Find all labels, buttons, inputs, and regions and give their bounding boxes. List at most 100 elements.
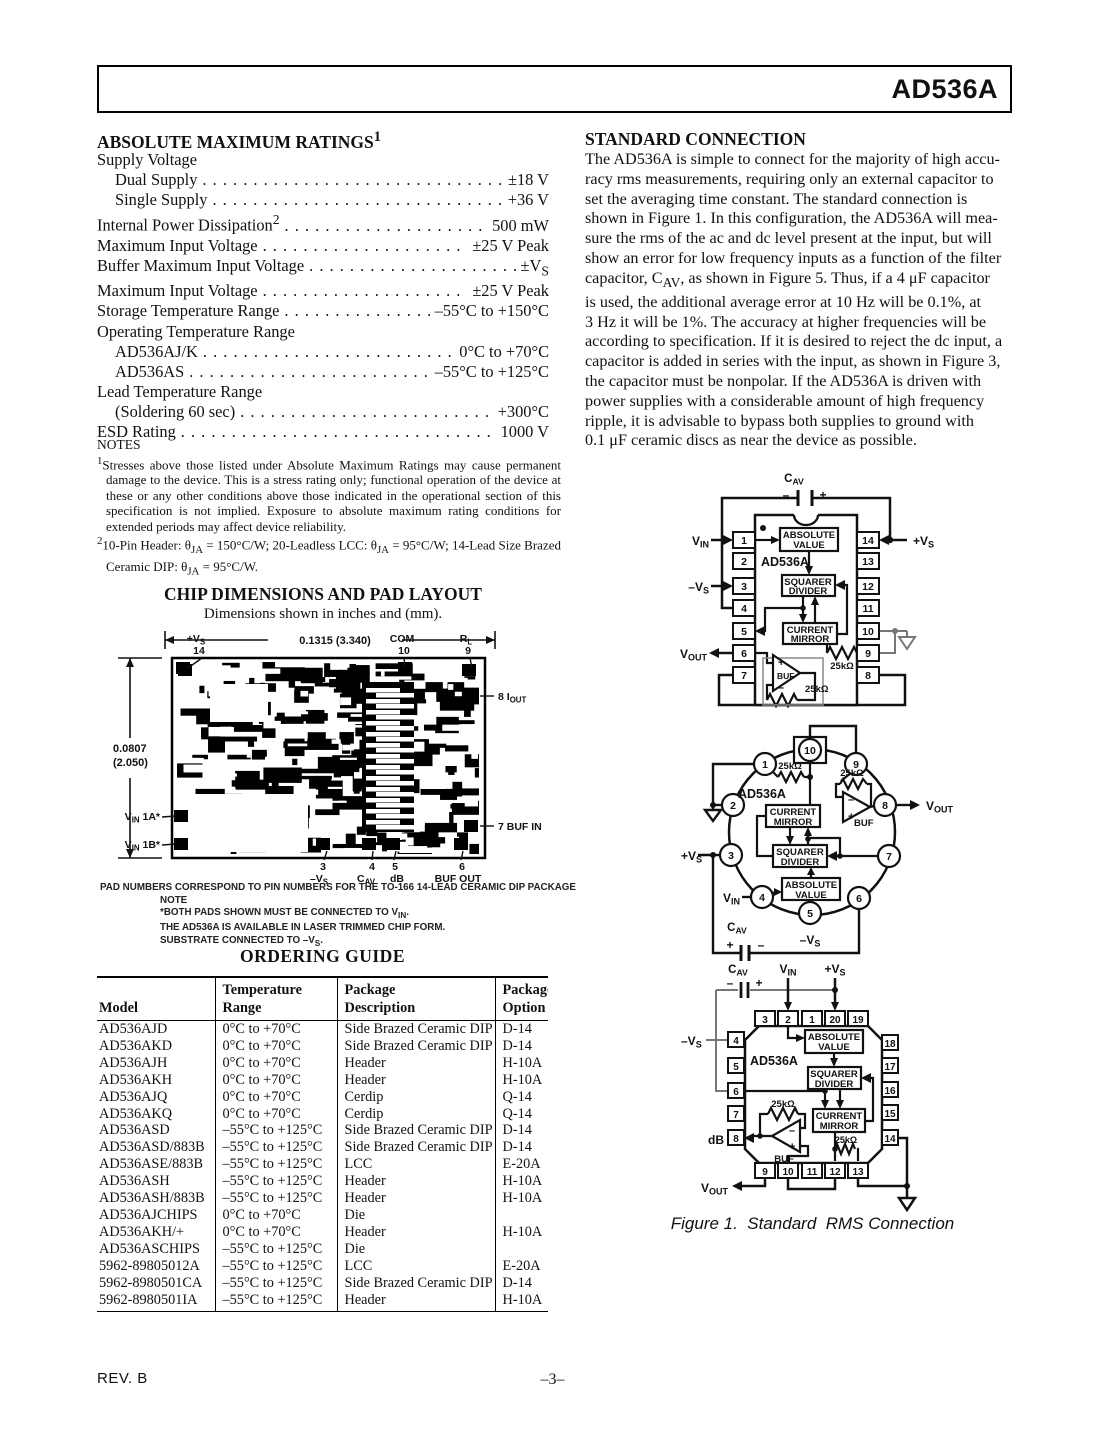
buf-minus: – [778, 682, 784, 694]
squarer-divider-block [780, 573, 837, 598]
buf-minus: – [789, 1125, 795, 1137]
cell-temperature: –55°C to +125°C [214, 1122, 337, 1140]
cav-label: CAV [727, 922, 747, 936]
svg-text:7: 7 [733, 1110, 739, 1121]
internal-wires [744, 1026, 875, 1163]
pad-4-label: CAV [357, 873, 376, 884]
svg-text:8: 8 [882, 800, 888, 812]
rating-line: Maximum Input Voltage ±25 V Peak [97, 281, 549, 301]
cell-model: AD536AJH [99, 1054, 168, 1071]
height-dimension [118, 657, 162, 859]
cell-model: AD536ASH [99, 1173, 170, 1190]
cell-option: H-10A [494, 1223, 548, 1241]
svg-text:6: 6 [733, 1087, 739, 1098]
pad-6-num: 6 [459, 861, 465, 873]
revision-label: REV. B [97, 1370, 148, 1387]
buf-plus: + [789, 1141, 795, 1153]
pad-bufin-label: 7 BUF IN [498, 821, 542, 833]
pad-iout-label: 8 IOUT [498, 691, 526, 705]
svg-text:10: 10 [804, 745, 816, 757]
svg-text:MIRROR: MIRROR [820, 1121, 859, 1132]
rating-label: Single Supply [115, 190, 208, 210]
svg-text:15: 15 [884, 1109, 896, 1120]
svg-text:5: 5 [733, 1062, 739, 1073]
svg-text:VALUE: VALUE [818, 1042, 850, 1053]
cell-model: AD536AJQ [99, 1088, 168, 1105]
cell-model: AD536AKH/+ [99, 1223, 185, 1240]
pos-vs-label: +VS [824, 962, 845, 978]
pin-circles [718, 737, 902, 926]
squarer-divider-block [806, 1065, 863, 1091]
svg-text:8: 8 [865, 670, 871, 682]
rating-value: +36 V [507, 190, 549, 210]
table-row: 5962-8980501CA –55°C to +125°C Side Braz… [97, 1274, 548, 1292]
cav-label: CAV [728, 964, 748, 978]
chip-note-line: *BOTH PADS SHOWN MUST BE CONNECTED TO VI… [160, 907, 409, 921]
absolute-value-block [780, 876, 842, 902]
cell-temperature: –55°C to +125°C [214, 1291, 337, 1312]
chip-name: AD536A [750, 1054, 798, 1068]
rating-label: Maximum Input Voltage [97, 235, 258, 255]
rating-label: Storage Temperature Range [97, 301, 280, 321]
rating-line: ESD Rating 1000 V [97, 422, 549, 442]
svg-text:VALUE: VALUE [793, 540, 825, 551]
rating-line: Single Supply +36 V [97, 190, 549, 210]
notes-section: NOTES 1Stresses above those listed under… [97, 437, 561, 580]
resistor-label: 25kΩ [771, 1099, 795, 1110]
pad-3-num: 3 [320, 861, 326, 873]
leader-dots [263, 236, 468, 256]
svg-text:4: 4 [733, 1036, 739, 1047]
chip-dimensions-subheading: Dimensions shown in inches and (mm). [203, 606, 443, 622]
rating-value: –55°C to +150°C [434, 301, 549, 321]
buf-minus: – [848, 794, 854, 806]
leader-dots [203, 342, 454, 362]
paragraph-line: shown in Figure 1. In this configuration… [585, 209, 998, 228]
diagram1-labels: CAV – + VIN –VS VOUT +VS AD536A ABSOLUTE… [680, 473, 934, 695]
ordering-table-body: AD536AJD 0°C to +70°C Side Brazed Cerami… [97, 1020, 548, 1312]
neg-vs-label: –VS [681, 1034, 702, 1050]
resistor-label: 25kΩ [805, 684, 829, 695]
paragraph-line: power supplies with a considerable amoun… [585, 391, 985, 410]
plus-sign: + [726, 938, 733, 952]
svg-text:9: 9 [865, 648, 871, 660]
chip-name: AD536A [761, 555, 809, 569]
cell-package: Side Brazed Ceramic DIP [336, 1037, 495, 1055]
svg-text:19: 19 [852, 1015, 864, 1026]
cell-package: Side Brazed Ceramic DIP [336, 1122, 495, 1140]
paragraph-line: ripple, it is advisable to bypass both s… [585, 411, 974, 430]
abs-max-ratings-heading: ABSOLUTE MAXIMUM RATINGS1 [97, 129, 382, 152]
pad-6-label: BUF OUT [435, 873, 482, 884]
cell-model: 5962-8980501CA [99, 1274, 203, 1291]
svg-text:ABSOLUTE: ABSOLUTE [785, 880, 837, 891]
gray-wires [706, 989, 835, 1092]
chip-note-line: NOTE [160, 895, 188, 906]
page-number: –3– [540, 1371, 565, 1388]
page-title: AD536A [891, 73, 998, 104]
cell-temperature: –55°C to +125°C [214, 1257, 337, 1275]
cell-package: Die [336, 1240, 495, 1258]
notes-heading: NOTES [97, 437, 141, 452]
svg-text:3: 3 [762, 1015, 768, 1026]
svg-text:DIVIDER: DIVIDER [781, 857, 820, 868]
buf-plus: + [778, 657, 784, 669]
svg-text:2: 2 [730, 800, 736, 812]
rating-value: –55°C to +125°C [434, 361, 549, 381]
svg-text:SQUARER: SQUARER [810, 1069, 858, 1080]
table-row: AD536ASH –55°C to +125°C Header H-10A [97, 1173, 548, 1191]
cell-option: D-14 [494, 1037, 548, 1055]
pad-com-num: 10 [398, 645, 410, 657]
cell-package: Header [336, 1291, 495, 1312]
cell-model: AD536AJCHIPS [99, 1206, 198, 1223]
rating-label: Operating Temperature Range [97, 321, 295, 341]
table-row: AD536AJCHIPS 0°C to +70°C Die [97, 1206, 548, 1224]
pin-numbers: 12 34 56 78 910 [728, 745, 892, 920]
cell-package: Cerdip [336, 1088, 495, 1106]
cell-model: AD536AKH [99, 1071, 173, 1088]
external-wires [711, 496, 907, 707]
paragraph-line: racy rms measurements, requiring only an… [585, 169, 994, 188]
resistor-label: 25kΩ [778, 761, 802, 772]
current-mirror-block [781, 621, 839, 646]
